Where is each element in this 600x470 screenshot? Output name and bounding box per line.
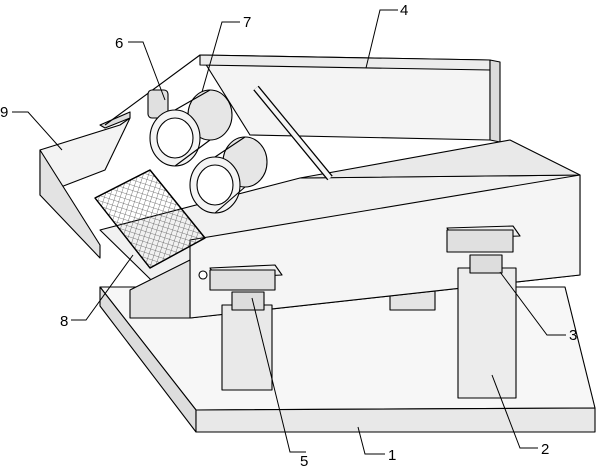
cover-rod xyxy=(253,85,333,181)
callout-4: 4 xyxy=(400,2,408,19)
callout-1: 1 xyxy=(388,447,396,464)
front-support-post xyxy=(209,264,283,391)
rear-support-post xyxy=(446,225,521,399)
callout-8: 8 xyxy=(60,313,68,330)
callout-6: 6 xyxy=(115,35,123,52)
vibration-motor-lower xyxy=(189,136,268,214)
screen-mesh xyxy=(94,169,206,269)
callout-3: 3 xyxy=(569,327,577,344)
vibration-motor-upper xyxy=(147,89,233,167)
leader-lines xyxy=(12,9,566,455)
callout-7: 7 xyxy=(243,14,251,31)
callout-5: 5 xyxy=(300,453,308,470)
callout-2: 2 xyxy=(541,441,549,458)
callout-labels: 4 7 6 9 8 3 2 1 5 xyxy=(0,2,577,470)
top-cover xyxy=(199,54,501,143)
feed-hopper xyxy=(39,54,201,259)
callout-9: 9 xyxy=(0,104,8,121)
